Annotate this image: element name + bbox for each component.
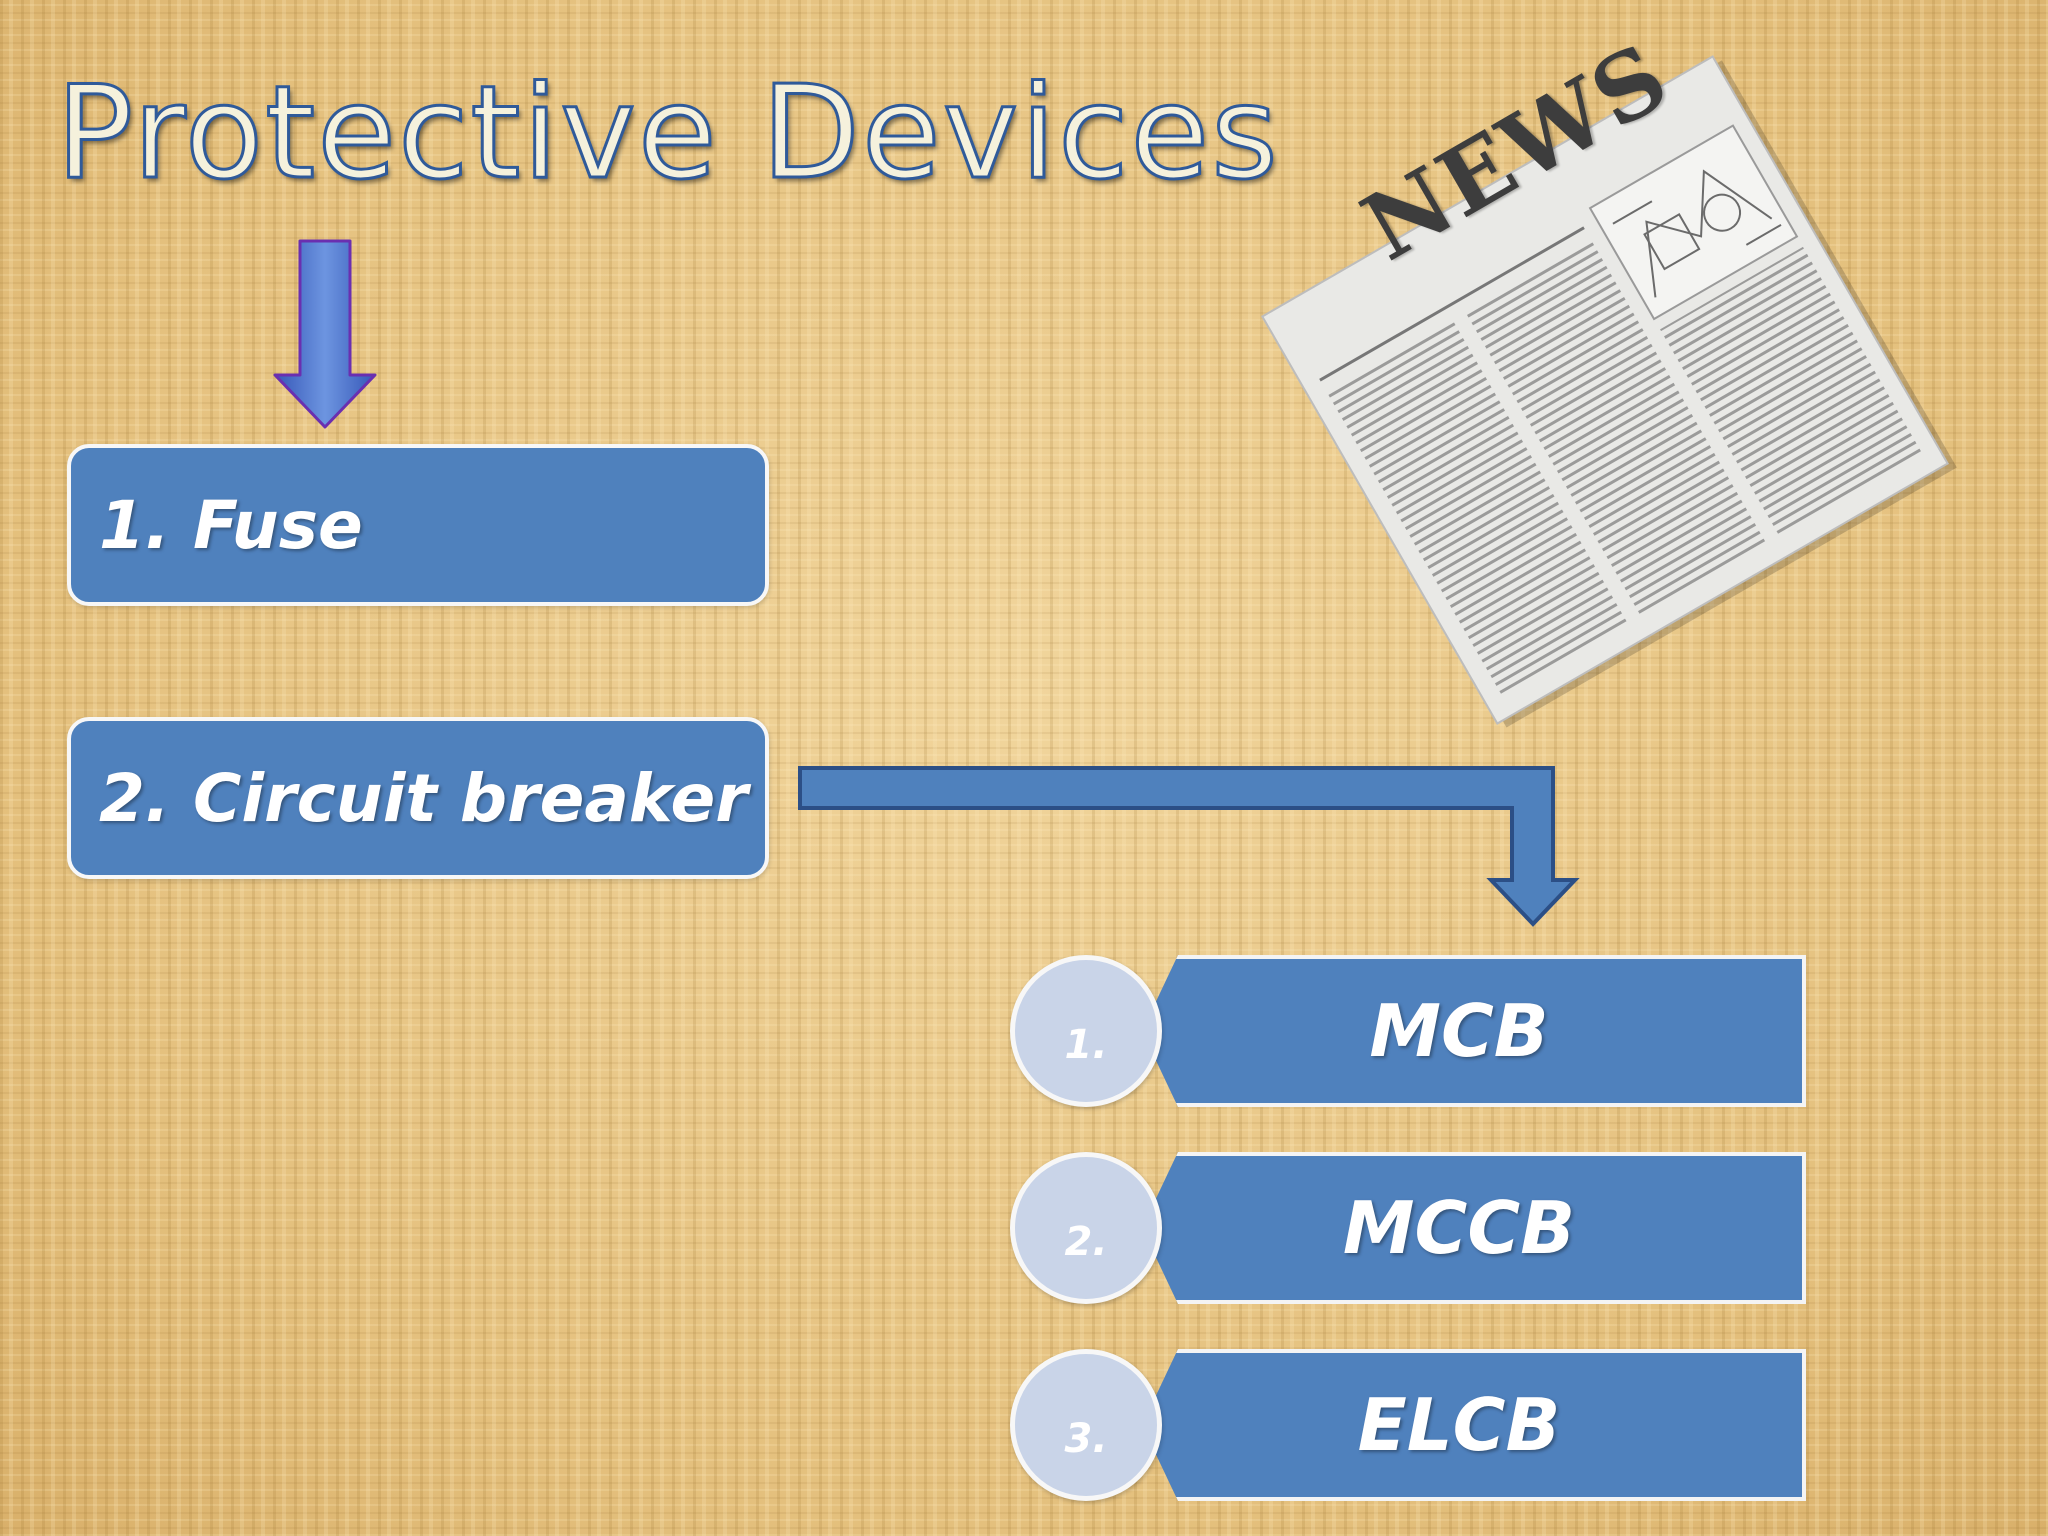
elcb-label: ELCB: [1357, 1383, 1561, 1467]
mcb-label: MCB: [1369, 989, 1549, 1073]
fuse-box: 1. Fuse: [67, 444, 769, 606]
down-arrow-icon: [273, 239, 377, 429]
circuit-breaker-box: 2. Circuit breaker: [67, 717, 769, 879]
mccb-label: MCCB: [1342, 1186, 1576, 1270]
mccb-bar: MCCB: [1142, 1152, 1806, 1304]
circuit-breaker-label: 2. Circuit breaker: [99, 759, 748, 837]
number-badge: 2.: [1010, 1152, 1162, 1304]
number-badge: 3.: [1010, 1349, 1162, 1501]
elcb-bar: ELCB: [1142, 1349, 1806, 1501]
mcb-bar: MCB: [1142, 955, 1806, 1107]
number-badge: 1.: [1010, 955, 1162, 1107]
elbow-arrow-icon: [798, 766, 1580, 927]
fuse-label: 1. Fuse: [99, 486, 363, 564]
slide-title: Protective Devices: [55, 59, 1280, 208]
newspaper-image: [1260, 55, 1957, 728]
